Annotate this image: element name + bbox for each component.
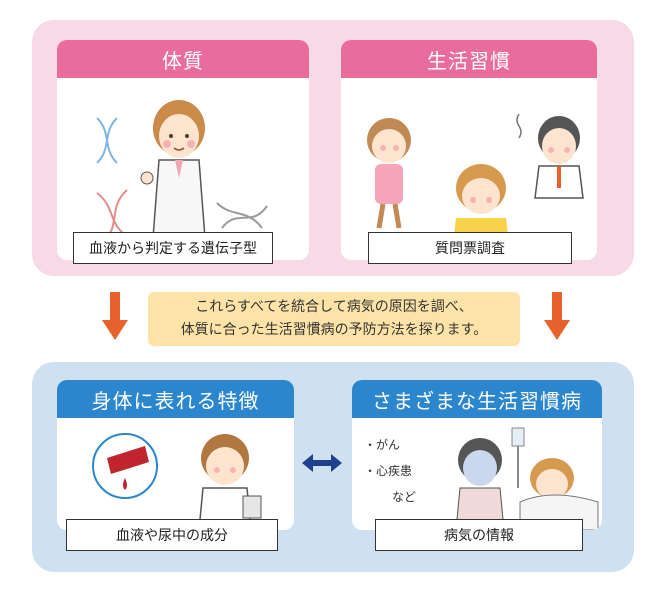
lifestyle-diseases-title: さまざまな生活習慣病	[352, 380, 602, 418]
lifestyle-caption: 質問票調査	[368, 232, 572, 264]
doctor-dna-illustration	[96, 100, 268, 256]
disease-item-cancer: ・がん	[364, 438, 401, 452]
integration-note: これらすべてを統合して病気の原因を調べ、 体質に合った生活習慣病の予防方法を探り…	[148, 292, 520, 346]
male-doctor-figure	[198, 434, 262, 530]
doctor-figure	[140, 100, 206, 256]
constitution-card: 体質	[57, 40, 309, 260]
bidirectional-arrow-icon	[302, 454, 342, 472]
lifestyle-card: 生活習慣	[341, 40, 597, 260]
body-features-card: 身体に表れる特徴	[57, 380, 294, 530]
body-features-caption: 血液や尿中の成分	[66, 519, 278, 551]
down-arrow-icon-left	[102, 292, 128, 340]
constitution-caption: 血液から判定する遺伝子型	[73, 232, 273, 264]
eating-person	[516, 113, 584, 199]
walking-person	[367, 118, 411, 229]
lifestyle-diseases-card: さまざまな生活習慣病	[352, 380, 602, 530]
integration-note-line2: 体質に合った生活習慣病の予防方法を探ります。	[180, 322, 488, 338]
disease-item-etc: など	[392, 490, 417, 504]
lifestyle-diseases-caption: 病気の情報	[375, 519, 583, 551]
body-features-title: 身体に表れる特徴	[57, 380, 294, 418]
blood-vessel-icon	[92, 433, 158, 499]
hospital-bed-patient	[511, 427, 599, 530]
constitution-title: 体質	[57, 40, 309, 78]
down-arrow-icon-right	[544, 292, 570, 340]
integration-note-line1: これらすべてを統合して病気の原因を調べ、	[195, 299, 473, 315]
blood-doctor-illustration	[92, 433, 262, 530]
lifestyle-title: 生活習慣	[341, 40, 597, 78]
sick-person	[455, 438, 505, 530]
disease-item-heart: ・心疾患	[364, 464, 413, 478]
